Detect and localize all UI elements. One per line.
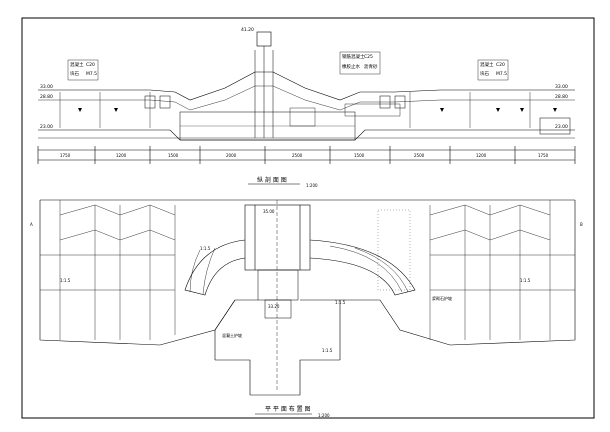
right-elev-2: 28.80 bbox=[555, 94, 568, 100]
center-elev-2: 33.20 bbox=[268, 304, 280, 309]
slope-label-3: 1:1.5 bbox=[322, 348, 333, 353]
left-spec-2: C20 bbox=[86, 62, 95, 68]
gate-tower bbox=[256, 31, 272, 47]
left-elev-2: 28.80 bbox=[40, 94, 53, 100]
dim-3: 1500 bbox=[168, 153, 179, 158]
center-spec-3: 橡胶止水 bbox=[342, 63, 360, 70]
dim-9: 1750 bbox=[538, 153, 549, 158]
left-spec-1: 混凝土 bbox=[70, 61, 84, 68]
drawing-frame bbox=[21, 17, 595, 419]
left-elev-1: 33.00 bbox=[40, 84, 53, 90]
section-title: 纵 剖 面 图 bbox=[257, 176, 287, 184]
slope-label-1: 1:1.5 bbox=[200, 246, 211, 251]
left-spec-4: M7.5 bbox=[86, 71, 97, 77]
elevation-section bbox=[38, 31, 575, 141]
left-curved-wall bbox=[184, 239, 246, 296]
section-ground-line bbox=[38, 71, 575, 101]
right-spec-3: 块石 bbox=[480, 70, 489, 77]
slope-label-5: 1:1.5 bbox=[520, 278, 531, 283]
side-note-right: 浆砌石护坡 bbox=[432, 295, 452, 301]
plan-scale: 1:200 bbox=[318, 413, 330, 418]
right-spec-1: 混凝土 bbox=[480, 61, 494, 68]
left-elev-3: 23.00 bbox=[40, 124, 53, 130]
dim-6: 1500 bbox=[354, 153, 365, 158]
slope-label-4: 1:1.5 bbox=[60, 278, 71, 283]
section-foundation-line bbox=[38, 129, 575, 141]
right-elev-3: 23.00 bbox=[555, 124, 568, 130]
dim-8: 1200 bbox=[476, 153, 487, 158]
center-spec-1: 钢筋混凝土 bbox=[342, 53, 365, 60]
elevation-labels: 41.20 混凝土 C20 块石 M7.5 混凝土 C20 块石 M7.5 钢筋… bbox=[40, 27, 568, 130]
side-note-left: 混凝土护坡 bbox=[222, 332, 242, 338]
right-curved-wall bbox=[309, 239, 416, 296]
slope-label-2: 1:1.5 bbox=[335, 300, 346, 305]
center-elev-1: 35.00 bbox=[263, 209, 275, 214]
left-spec-3: 块石 bbox=[70, 70, 79, 77]
right-elev-1: 33.00 bbox=[555, 84, 568, 90]
section-scale: 1:200 bbox=[306, 183, 318, 188]
dim-2: 1200 bbox=[116, 153, 127, 158]
right-spec-2: C20 bbox=[496, 62, 505, 68]
dim-1: 1750 bbox=[60, 153, 71, 158]
dim-7: 2500 bbox=[414, 153, 425, 158]
lower-approach bbox=[215, 359, 340, 396]
plan-title: 平 平 面 布 置 图 bbox=[265, 405, 311, 413]
mark-b: B bbox=[580, 222, 583, 227]
dim-4: 2000 bbox=[226, 153, 237, 158]
mark-a: A bbox=[30, 222, 33, 227]
center-spec-2: C25 bbox=[364, 54, 373, 60]
top-elevation: 41.20 bbox=[241, 27, 254, 33]
right-spec-4: M7.5 bbox=[496, 71, 507, 77]
dim-5: 2500 bbox=[292, 153, 303, 158]
center-spec-4: 沥青砂 bbox=[364, 63, 378, 70]
plan-outer-boundary bbox=[39, 200, 236, 346]
plan-view bbox=[39, 199, 576, 396]
dimension-chain bbox=[37, 146, 576, 164]
